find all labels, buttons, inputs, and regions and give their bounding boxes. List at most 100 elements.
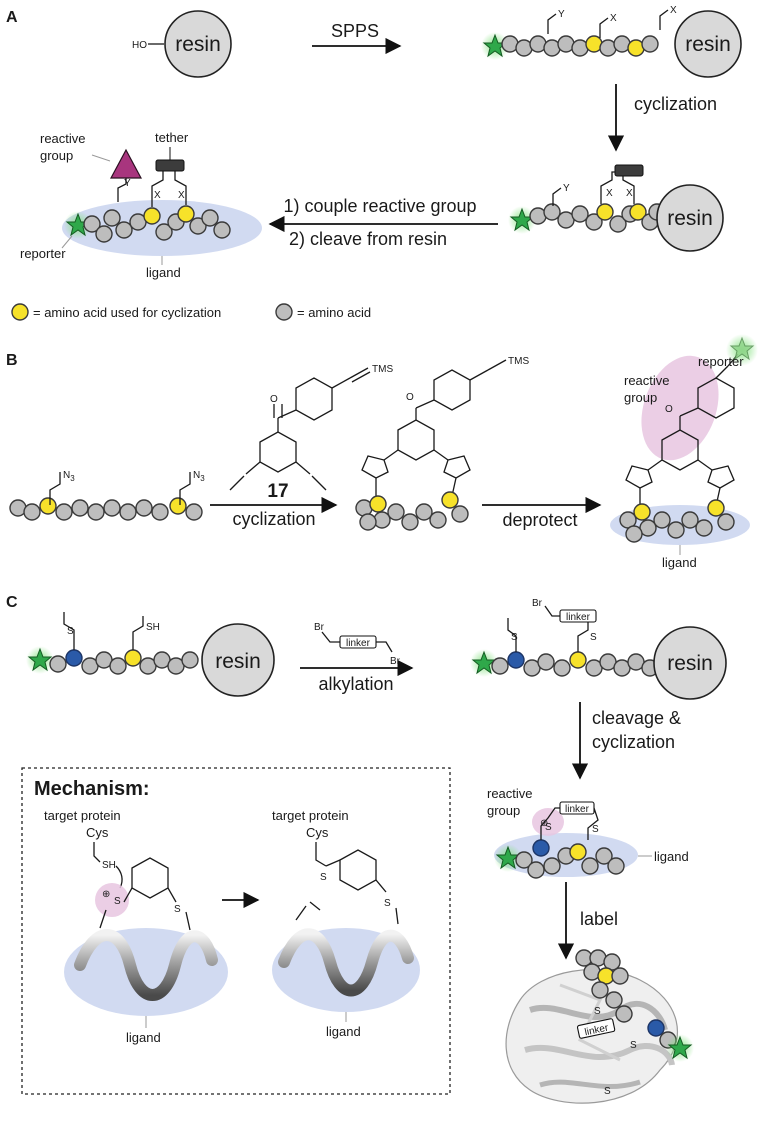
amino-acid	[401, 513, 419, 531]
cyclized-triazole-peptide: O TMS	[355, 356, 529, 531]
resin-label-2: resin	[685, 33, 731, 56]
s-label-c4: S	[545, 822, 552, 833]
amino-acid	[667, 521, 685, 539]
amino-acid	[213, 221, 231, 239]
resin-label-c1: resin	[215, 650, 261, 673]
amino-acid	[115, 221, 133, 239]
amino-acid	[695, 519, 713, 537]
s-plus: ⊕	[540, 818, 548, 829]
s-label-c5: S	[592, 824, 599, 835]
resin-bead	[164, 10, 232, 78]
amino-acid	[359, 513, 377, 531]
linker-label-4: linker	[584, 1022, 610, 1038]
x-label-2: X	[670, 5, 677, 16]
amino-acid	[95, 225, 113, 243]
cyclization-amino-acid	[39, 497, 57, 515]
amino-acid	[119, 503, 137, 521]
cyclization-label: cyclization	[634, 94, 717, 114]
reactive-label-b1: reactive	[624, 373, 670, 388]
panel-a: A HO resin SPPS resin Y X X cycl	[6, 5, 742, 321]
cleavage-label-1: cleavage &	[592, 708, 681, 728]
amino-acid	[185, 503, 203, 521]
spps-label: SPPS	[331, 21, 379, 41]
final-probe-b: O reporter reactive group ligand	[610, 334, 758, 570]
cyclization-amino-acid	[569, 843, 587, 861]
sh-label: SH	[146, 622, 160, 633]
reactive-group-ellipse	[641, 355, 719, 461]
amino-acid	[591, 981, 609, 999]
legend-gray-text: = amino acid	[297, 305, 371, 320]
methionine-amino-acid	[65, 649, 83, 667]
tms-label-2: TMS	[508, 356, 529, 367]
amino-acid	[491, 657, 509, 675]
reporter-star-icon-b	[729, 336, 755, 361]
amino-acid	[87, 503, 105, 521]
tms-label: TMS	[372, 364, 393, 375]
amino-acid	[605, 991, 623, 1009]
dibromo-linker: Br linker Br	[314, 622, 401, 667]
amino-acid	[429, 511, 447, 529]
amino-acid	[155, 223, 173, 241]
reactive-group-triangle-icon	[109, 148, 143, 179]
x-label-3: X	[606, 188, 613, 199]
s-label-c6: S	[594, 1006, 601, 1017]
methionine-amino-acid	[507, 651, 525, 669]
mech-s-label-1: S	[174, 904, 181, 915]
cyclization-amino-acid	[143, 207, 161, 225]
cyclization-amino-acid	[169, 497, 187, 515]
cyclization-amino-acid	[596, 203, 614, 221]
mechanism-title: Mechanism:	[34, 778, 150, 800]
amino-acid	[595, 847, 613, 865]
amino-acid	[615, 1005, 633, 1023]
panel-letter-b: B	[6, 352, 18, 369]
methionine-amino-acid	[647, 1019, 665, 1037]
amino-acid	[23, 503, 41, 521]
cyclization-amino-acid	[124, 649, 142, 667]
amino-acid	[585, 213, 603, 231]
mech-ligand-label-2: ligand	[326, 1024, 361, 1039]
s-label-c7: S	[630, 1040, 637, 1051]
target-protein-label-2: target protein	[272, 808, 349, 823]
linear-peptide-on-resin: resin Y X X	[481, 5, 742, 78]
amino-acid	[553, 659, 571, 677]
br-label-3: Br	[532, 598, 543, 609]
target-protein-label-1: target protein	[44, 808, 121, 823]
legend-gray-bead	[275, 303, 293, 321]
amino-acid	[641, 35, 659, 53]
amino-acid	[49, 655, 67, 673]
amino-acid	[189, 217, 207, 235]
amino-acid	[681, 511, 699, 529]
compound-number: 17	[267, 481, 288, 502]
reactive-label-2: group	[40, 148, 73, 163]
amino-acid	[103, 209, 121, 227]
cyclization-amino-acid	[633, 503, 651, 521]
mechanism-box: Mechanism: target protein Cys SH S ⊕ S l…	[21, 767, 451, 1095]
resin-label-c2: resin	[667, 652, 713, 675]
step2-label: 2) cleave from resin	[289, 229, 447, 249]
amino-acid	[537, 653, 555, 671]
helix-right	[278, 928, 414, 997]
reactive-label-c1: reactive	[487, 786, 533, 801]
step1-label: 1) couple reactive group	[283, 196, 476, 216]
s-label-c8: S	[604, 1086, 611, 1097]
tether-label: tether	[155, 130, 189, 145]
mech-sh-label: SH	[102, 860, 116, 871]
carbonyl-o-3: O	[665, 404, 673, 415]
cyclization-amino-acid	[441, 491, 459, 509]
amino-acid	[71, 499, 89, 517]
reactive-label-c2: group	[487, 803, 520, 818]
n3-label-1: N3	[63, 470, 75, 483]
carbonyl-o: O	[270, 394, 278, 405]
y-label: Y	[558, 9, 565, 20]
final-probe-a: Y X X tether reactive group reporter lig…	[20, 130, 262, 280]
cyclized-peptide-on-resin: resin Y X X	[508, 164, 724, 252]
panel-letter-a: A	[6, 9, 18, 26]
reporter-label: reporter	[20, 246, 66, 261]
cyclization-amino-acid	[369, 495, 387, 513]
amino-acid	[181, 651, 199, 669]
cys-label-2: Cys	[306, 825, 329, 840]
amino-acid	[611, 967, 629, 985]
amino-acid	[609, 215, 627, 233]
amino-acid	[103, 499, 121, 517]
methionine-amino-acid	[532, 839, 550, 857]
